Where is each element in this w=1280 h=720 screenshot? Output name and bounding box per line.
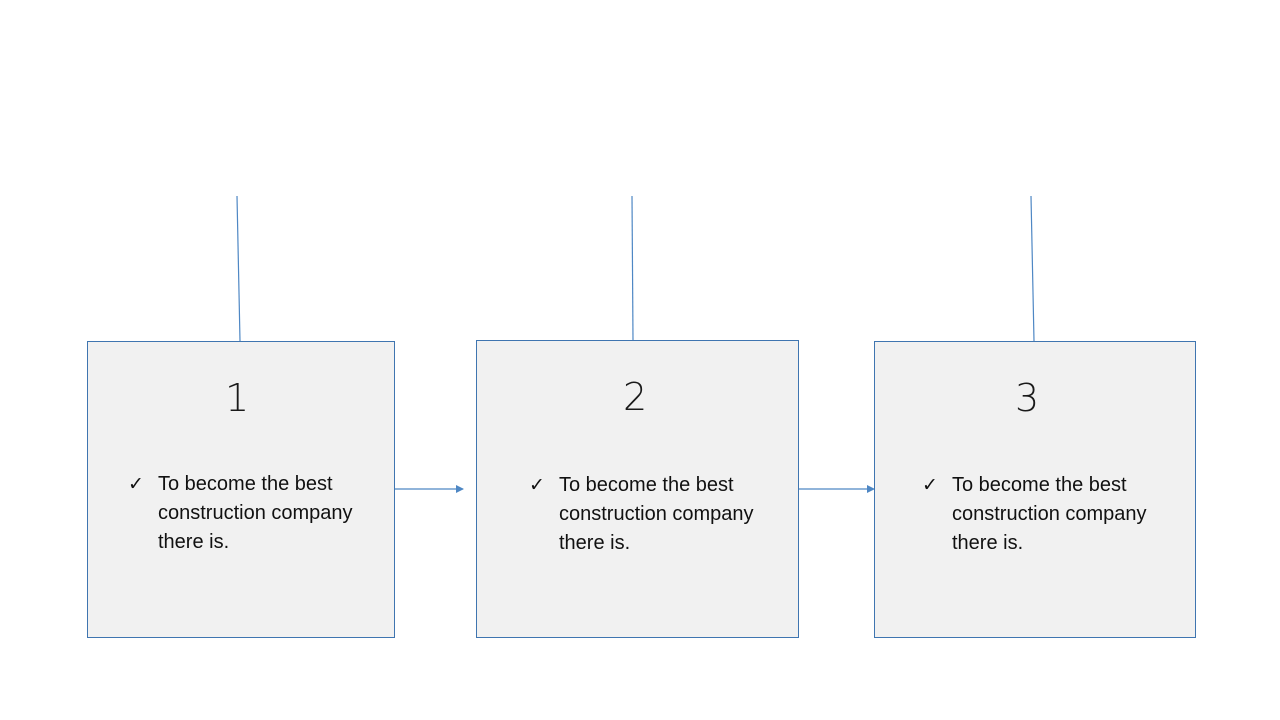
- vertical-connector-3: [1030, 195, 1035, 342]
- step-number-3: 3: [1015, 376, 1040, 420]
- bullet-text-3: To become the best construction company …: [952, 474, 1147, 554]
- step-box-3: 3 ✓ To become the best construction comp…: [874, 341, 1196, 638]
- bullet-text-1: To become the best construction company …: [158, 473, 353, 553]
- step-number-1: 1: [225, 376, 250, 420]
- check-mark-icon: ✓: [529, 474, 545, 496]
- step-box-2: 2 ✓ To become the best construction comp…: [476, 340, 799, 638]
- step-number-2: 2: [623, 375, 648, 419]
- check-mark-icon: ✓: [922, 474, 938, 496]
- bullet-text-2: To become the best construction company …: [559, 474, 754, 554]
- bullet-item-3: ✓ To become the best construction compan…: [922, 471, 1172, 558]
- check-mark-icon: ✓: [128, 473, 144, 495]
- vertical-connector-1: [236, 195, 241, 342]
- bullet-item-1: ✓ To become the best construction compan…: [128, 470, 378, 557]
- bullet-item-2: ✓ To become the best construction compan…: [529, 471, 779, 558]
- vertical-connector-2: [631, 195, 634, 341]
- step-box-1: 1 ✓ To become the best construction comp…: [87, 341, 395, 638]
